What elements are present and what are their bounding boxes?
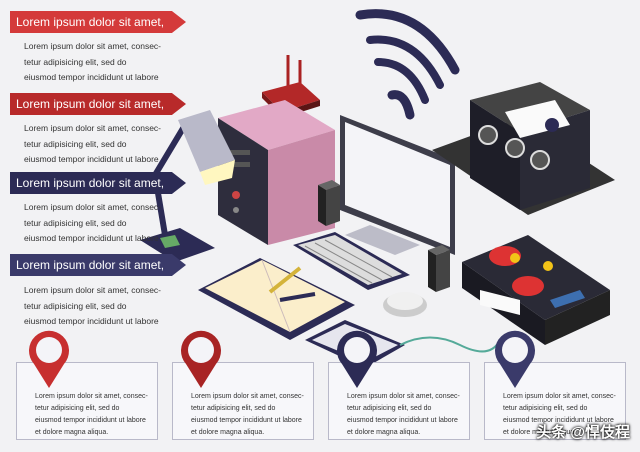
section-2-line: Lorem ipsum dolor sit amet, consec- (24, 123, 161, 133)
card-line: eiusmod tempor incididunt ut labore (347, 417, 458, 424)
section-4-title: Lorem ipsum dolor sit amet, (16, 258, 165, 272)
section-1-line: eiusmod tempor incididunt ut labore (24, 72, 159, 82)
wifi-icon (355, 9, 460, 120)
mouse-icon (383, 292, 427, 317)
card-line: tetur adipisicing elit, sed do (503, 405, 588, 412)
card-line: Lorem ipsum dolor sit amet, consec- (35, 393, 148, 400)
info-card-3: Lorem ipsum dolor sit amet, consec- tetu… (328, 362, 470, 440)
section-1-line: tetur adipisicing elit, sed do (24, 56, 127, 67)
card-line: tetur adipisicing elit, sed do (35, 405, 120, 412)
section-4-line: tetur adipisicing elit, sed do (24, 300, 127, 311)
card-line: Lorem ipsum dolor sit amet, consec- (347, 393, 460, 400)
section-2-line: eiusmod tempor incididunt ut labore (24, 154, 159, 164)
card-line: eiusmod tempor incididunt ut labore (503, 417, 614, 424)
keyboard-icon (293, 232, 410, 290)
map-pin-icon (181, 330, 221, 388)
watermark: 头条 @悍伎程 (536, 424, 630, 441)
section-1-text: Lorem ipsum dolor sit amet, consec- tetu… (24, 39, 184, 86)
section-2-banner: Lorem ipsum dolor sit amet, (10, 93, 186, 115)
section-4-line: Lorem ipsum dolor sit amet, consec- (24, 285, 161, 295)
card-line: Lorem ipsum dolor sit amet, consec- (191, 393, 304, 400)
info-card-2: Lorem ipsum dolor sit amet, consec- tetu… (172, 362, 314, 440)
section-4-line: eiusmod tempor incididunt ut labore (24, 316, 159, 326)
card-line: et dolore magna aliqua. (347, 429, 421, 436)
card-line: et dolore magna aliqua. (503, 429, 577, 436)
section-3-line: tetur adipisicing elit, sed do (24, 217, 127, 228)
section-1-banner: Lorem ipsum dolor sit amet, (10, 11, 186, 33)
section-3-line: Lorem ipsum dolor sit amet, consec- (24, 202, 161, 212)
section-4-text: Lorem ipsum dolor sit amet, consec- tetu… (24, 283, 184, 330)
speaker-icon (318, 180, 340, 226)
section-2-title: Lorem ipsum dolor sit amet, (16, 97, 165, 111)
card-line: tetur adipisicing elit, sed do (347, 405, 432, 412)
stereo-icon (432, 82, 615, 215)
card-line: et dolore magna aliqua. (191, 429, 265, 436)
section-1-title: Lorem ipsum dolor sit amet, (16, 15, 165, 29)
map-pin-icon (495, 330, 535, 388)
section-1-line: Lorem ipsum dolor sit amet, consec- (24, 41, 161, 51)
pc-tower-icon (218, 100, 335, 245)
card-line: eiusmod tempor incididunt ut labore (191, 417, 302, 424)
notebook-icon (198, 258, 355, 340)
section-3-title: Lorem ipsum dolor sit amet, (16, 176, 165, 190)
card-line: Lorem ipsum dolor sit amet, consec- (503, 393, 616, 400)
ping-pong-icon (462, 235, 610, 345)
section-4-banner: Lorem ipsum dolor sit amet, (10, 254, 186, 276)
section-2-text: Lorem ipsum dolor sit amet, consec- tetu… (24, 121, 184, 168)
section-2-line: tetur adipisicing elit, sed do (24, 138, 127, 149)
section-3-text: Lorem ipsum dolor sit amet, consec- tetu… (24, 200, 184, 247)
map-pin-icon (337, 330, 377, 388)
section-3-banner: Lorem ipsum dolor sit amet, (10, 172, 186, 194)
card-line: eiusmod tempor incididunt ut labore (35, 417, 146, 424)
map-pin-icon (29, 330, 69, 388)
info-card-1: Lorem ipsum dolor sit amet, consec- tetu… (16, 362, 158, 440)
info-card-4: Lorem ipsum dolor sit amet, consec- tetu… (484, 362, 626, 440)
monitor-icon (340, 115, 455, 255)
card-line: tetur adipisicing elit, sed do (191, 405, 276, 412)
card-line: et dolore magna aliqua. (35, 429, 109, 436)
section-3-line: eiusmod tempor incididunt ut labore (24, 233, 159, 243)
speaker-icon (428, 245, 450, 292)
